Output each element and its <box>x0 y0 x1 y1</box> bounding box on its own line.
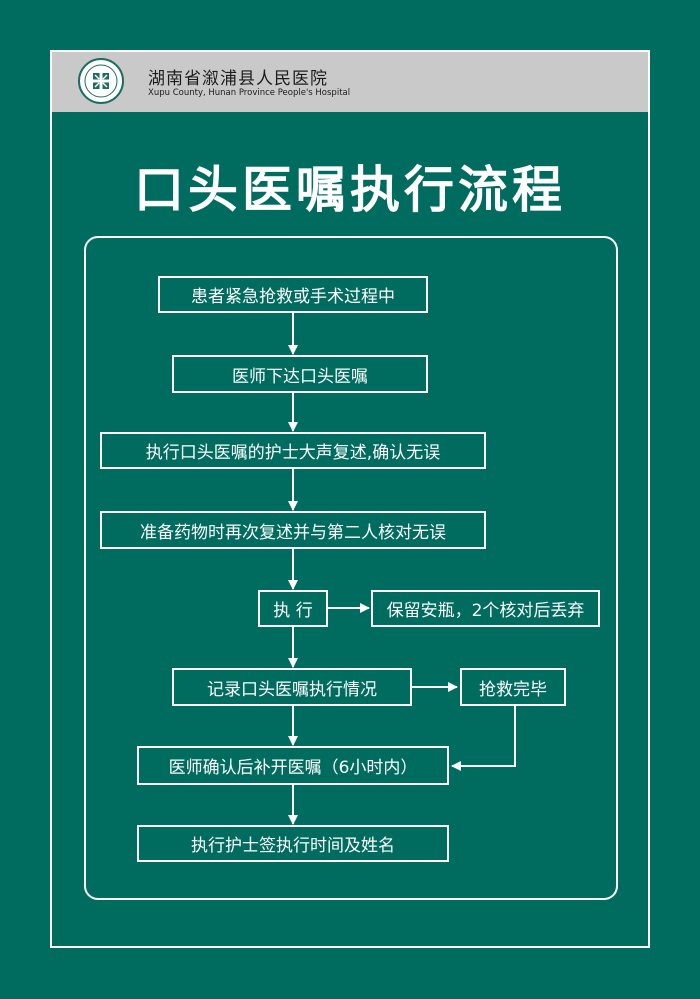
arrow-rescue-done-to-confirm <box>451 705 516 771</box>
step-execute: 执 行 <box>258 590 328 627</box>
step-prepare-double-check: 准备药物时再次复述并与第二人核对无误 <box>100 511 486 549</box>
outer-frame <box>50 50 650 948</box>
hospital-logo-icon <box>78 58 124 104</box>
step-rescue-complete: 抢救完毕 <box>460 668 566 706</box>
step-doctor-verbal-order: 医师下达口头医嘱 <box>172 355 428 393</box>
step-record-execution: 记录口头医嘱执行情况 <box>172 668 412 706</box>
hospital-name: 湖南省溆浦县人民医院 <box>148 69 328 89</box>
step-doctor-confirm-reissue: 医师确认后补开医嘱（6小时内） <box>137 746 449 785</box>
step-nurse-repeat-confirm: 执行口头医嘱的护士大声复述,确认无误 <box>100 432 486 469</box>
step-keep-ampoule: 保留安瓶，2个核对后丢弃 <box>371 590 600 627</box>
step-emergency-surgery: 患者紧急抢救或手术过程中 <box>158 276 428 313</box>
page-title: 口头医嘱执行流程 <box>134 160 566 219</box>
flowchart-panel <box>84 236 618 900</box>
hospital-name-english: Xupu County, Hunan Province People's Hos… <box>148 88 351 98</box>
header-bar <box>52 52 648 112</box>
step-nurse-sign: 执行护士签执行时间及姓名 <box>137 825 449 862</box>
